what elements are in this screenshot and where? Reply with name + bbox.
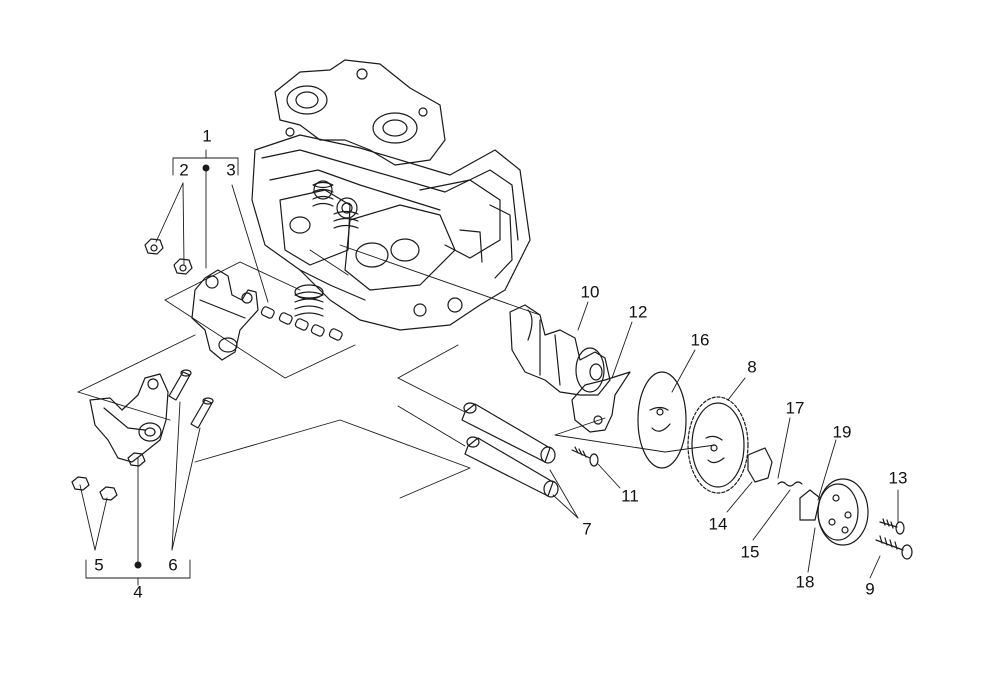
- decompressor-disc: [637, 371, 687, 469]
- callout-2: 2: [179, 160, 189, 180]
- hex-nuts: [144, 238, 193, 275]
- pin: [799, 489, 821, 521]
- cover: [817, 478, 869, 546]
- screw: [571, 446, 599, 467]
- camshaft: [509, 304, 611, 396]
- rocker-arm-intake: [191, 269, 259, 361]
- cam-sprocket: [687, 396, 749, 494]
- marker-dots: [134, 164, 210, 569]
- callout-19: 19: [832, 422, 852, 442]
- decompressor-weight: [747, 447, 773, 483]
- callout-9: 9: [865, 579, 875, 599]
- callout-10: 10: [580, 282, 600, 302]
- callout-12: 12: [628, 302, 648, 322]
- callout-15: 15: [740, 542, 760, 562]
- callout-11: 11: [621, 486, 639, 506]
- callout-8: 8: [747, 357, 757, 377]
- retaining-plate: [571, 371, 631, 433]
- cylinder-head: [251, 59, 531, 341]
- callout-7: 7: [582, 519, 592, 539]
- callout-16: 16: [690, 330, 710, 350]
- callout-4: 4: [133, 582, 143, 602]
- callout-6: 6: [168, 555, 178, 575]
- rocker-arm-exhaust: [71, 369, 214, 501]
- callout-18: 18: [795, 572, 815, 592]
- rocker-shafts: [461, 402, 559, 498]
- leader-lines: [77, 149, 899, 586]
- callout-1: 1: [202, 126, 212, 146]
- spring: [777, 481, 803, 487]
- callout-3: 3: [226, 160, 236, 180]
- callout-5: 5: [94, 555, 104, 575]
- callout-14: 14: [708, 514, 728, 534]
- bolts: [875, 518, 913, 560]
- callout-13: 13: [888, 468, 908, 488]
- callout-17: 17: [785, 398, 805, 418]
